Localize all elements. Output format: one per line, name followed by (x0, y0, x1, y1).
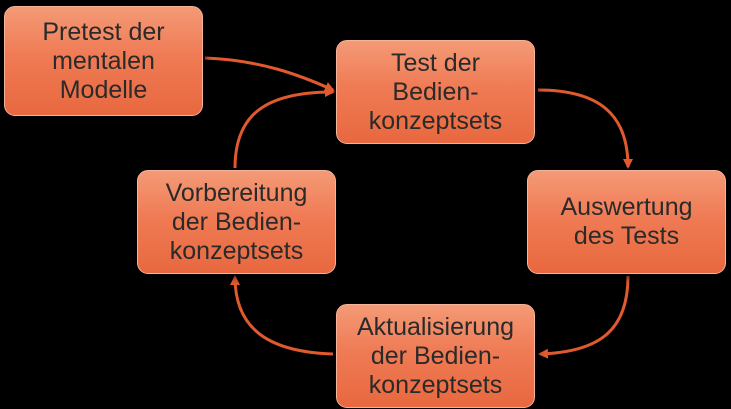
box-aktualisierung: Aktualisierung der Bedien- konzeptsets (336, 304, 535, 408)
box-pretest-mental-models: Pretest der mentalen Modelle (4, 6, 203, 116)
box-auswertung-label: Auswertung des Tests (560, 193, 693, 250)
box-vorbereitung: Vorbereitung der Bedien- konzeptsets (137, 170, 336, 274)
box-auswertung: Auswertung des Tests (527, 170, 726, 274)
arrow-auswertung-to-aktualisierung (538, 275, 630, 359)
arrow-vorbereitung-to-test (233, 87, 335, 169)
box-aktualisierung-label: Aktualisierung der Bedien- konzeptsets (356, 312, 515, 399)
box-vorbereitung-label: Vorbereitung der Bedien- konzeptsets (165, 178, 308, 265)
arrow-pretest-to-test (204, 56, 335, 92)
arrow-aktualisierung-to-vorbereitung (230, 275, 334, 356)
box-test-bedienkonzeptsets: Test der Bedien- konzeptsets (336, 40, 535, 144)
box-pretest-label: Pretest der mentalen Modelle (42, 17, 165, 104)
box-test-label: Test der Bedien- konzeptsets (368, 48, 503, 135)
arrow-test-to-auswertung (537, 88, 633, 169)
